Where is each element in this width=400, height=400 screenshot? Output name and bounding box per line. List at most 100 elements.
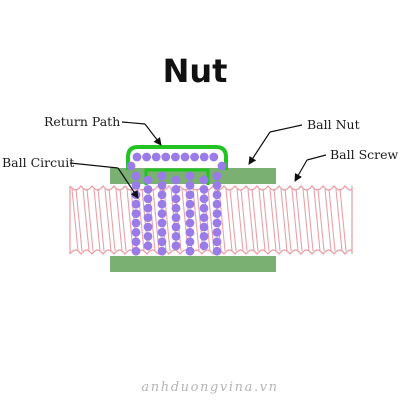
ball (209, 152, 219, 162)
ball (143, 213, 153, 223)
screw-thread-line (75, 188, 83, 252)
ball (157, 190, 167, 200)
ball (143, 175, 153, 185)
ball (157, 228, 167, 237)
ball (131, 237, 141, 247)
ball (199, 152, 209, 162)
ball (143, 241, 153, 251)
screw-thread-line (291, 188, 299, 252)
ball (171, 241, 181, 251)
screw-thread-line (324, 188, 332, 252)
ball (199, 194, 209, 204)
ball-nut-leader (269, 124, 303, 133)
ball (199, 203, 209, 213)
screw-thread-line (306, 188, 314, 252)
screw-thread-line (295, 188, 303, 252)
ball (199, 222, 209, 232)
ball (185, 171, 195, 181)
screw-thread-line (247, 188, 255, 252)
ball (171, 213, 181, 223)
screw-thread-line (284, 188, 292, 252)
ball (143, 222, 153, 232)
ball-circuit-label: Ball Circuit (2, 155, 74, 170)
screw-thread-line (273, 188, 281, 252)
screw-thread-line (280, 188, 288, 252)
ball (185, 218, 195, 228)
screw-thread-line (258, 188, 266, 252)
screw-thread-line (225, 188, 233, 252)
ball (185, 246, 195, 256)
ball (131, 181, 141, 190)
ball (157, 171, 167, 181)
ball (157, 209, 167, 219)
ball (199, 232, 209, 241)
ball (185, 209, 195, 219)
screw-thread-line (86, 188, 94, 252)
ball (212, 237, 222, 247)
ball (126, 161, 136, 171)
ball (212, 209, 222, 219)
screw-thread-line (269, 188, 277, 252)
screw-thread-line (328, 188, 336, 252)
ball (143, 203, 153, 213)
screw-thread-line (108, 188, 116, 252)
screw-thread-line (313, 188, 321, 252)
ball (131, 199, 141, 209)
ball (199, 241, 209, 251)
ball (161, 152, 171, 162)
ball (180, 152, 190, 162)
ball (131, 218, 141, 228)
ball (171, 203, 181, 213)
ball-screw-arrow (294, 159, 308, 182)
ball (131, 209, 141, 219)
ball (185, 199, 195, 209)
ball (142, 152, 152, 162)
screw-thread-line (192, 188, 200, 252)
return-path-leader (121, 121, 146, 125)
ball (157, 246, 167, 256)
ball-screw-shaft (69, 185, 353, 255)
screw-thread-line (82, 188, 90, 252)
screw-thread-line (71, 188, 79, 252)
ball (185, 228, 195, 237)
ball-circuit-leader (69, 162, 119, 169)
ball (151, 152, 161, 162)
ball (171, 152, 180, 162)
screw-top-edge (69, 185, 353, 191)
ball (199, 213, 209, 223)
return-path-label: Return Path (44, 114, 120, 129)
watermark: anhduongvina.vn (141, 380, 278, 395)
ball (131, 171, 141, 181)
ball (132, 152, 142, 162)
ball (212, 218, 222, 228)
ball-circuit-arrow (117, 167, 139, 199)
return-path-tube-outer (126, 145, 228, 170)
ball (212, 246, 222, 256)
screw-thread-line (236, 188, 244, 252)
ball (171, 222, 181, 232)
ball (185, 237, 195, 247)
return-path-arrow (144, 123, 162, 146)
ball-nut-label: Ball Nut (307, 117, 360, 132)
ball (199, 175, 209, 185)
ball (185, 190, 195, 200)
screw-thread-line (317, 188, 325, 252)
ball (171, 194, 181, 204)
screw-thread-line (196, 188, 204, 252)
ball (171, 185, 181, 194)
ball (171, 232, 181, 241)
ball (171, 175, 181, 185)
ball (212, 181, 222, 190)
screw-thread-line (137, 188, 145, 252)
ball (217, 161, 227, 171)
ball-nut-arrow (248, 131, 271, 165)
ball-screw-leader (306, 154, 327, 161)
screw-thread-line (335, 188, 343, 252)
ball-screw-label: Ball Screw (330, 147, 399, 162)
ball (143, 185, 153, 194)
screw-thread-line (229, 188, 237, 252)
screw-thread-line (97, 188, 105, 252)
ball (212, 199, 222, 209)
ball-nut-bottom-plate (110, 256, 276, 272)
